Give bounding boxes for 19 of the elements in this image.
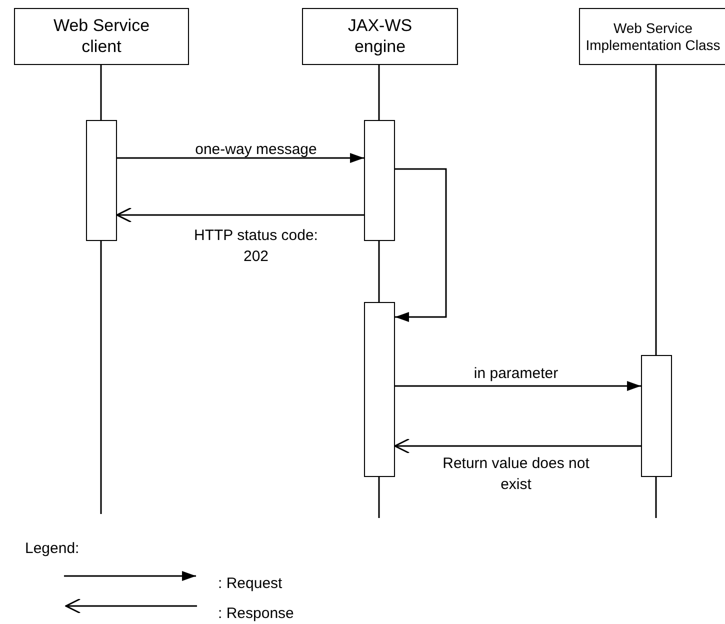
self-call-arrow bbox=[395, 168, 447, 322]
lifeline-header-box: JAX-WS engine bbox=[302, 8, 458, 65]
legend-title: Legend: bbox=[25, 539, 80, 559]
request-arrow bbox=[117, 153, 364, 163]
request-arrow bbox=[395, 381, 641, 391]
activation-bar bbox=[364, 120, 395, 241]
message-label: in parameter bbox=[472, 364, 560, 384]
legend-text: : Response bbox=[218, 604, 294, 624]
activation-bar bbox=[86, 120, 117, 241]
activation-bar bbox=[364, 302, 395, 477]
lifeline-header-box: Web Service Implementation Class bbox=[579, 8, 725, 65]
response-arrow bbox=[116, 207, 364, 223]
activation-bar bbox=[641, 355, 672, 477]
message-label: HTTP status code: 202 bbox=[193, 226, 319, 267]
legend-text: : Request bbox=[218, 574, 282, 594]
message-label: Return value does not exist bbox=[442, 454, 590, 495]
lifeline-header-box: Web Service client bbox=[14, 8, 189, 65]
response-arrow bbox=[394, 438, 641, 454]
message-label: one-way message bbox=[194, 140, 318, 160]
